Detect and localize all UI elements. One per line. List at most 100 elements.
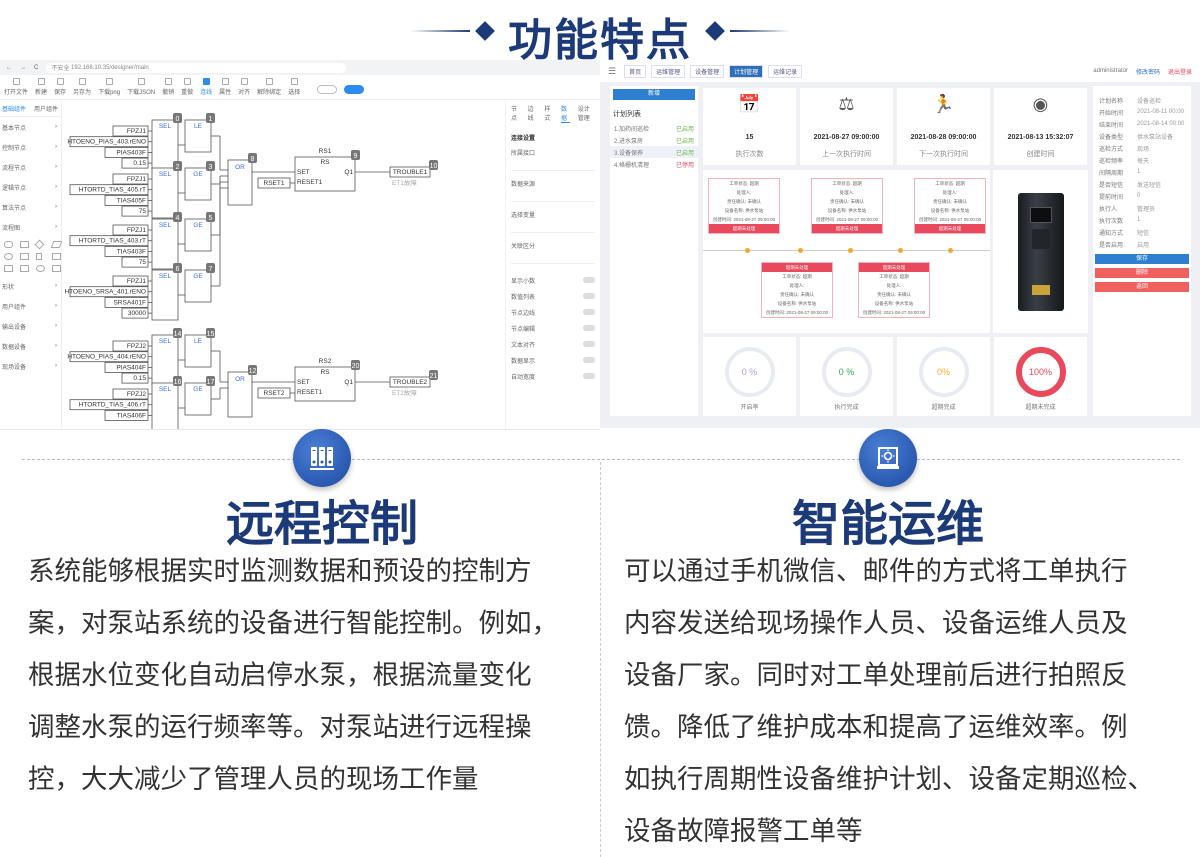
menu-icon[interactable]: ☰ (608, 65, 617, 76)
toolbar-button[interactable]: 重做 (181, 78, 193, 96)
diagram-label: 0.15 (133, 375, 146, 382)
form-value[interactable]: 1 (1137, 217, 1141, 223)
toolbar-button[interactable]: 下载JSON (127, 78, 155, 96)
tab-user[interactable]: 用户组件 (34, 107, 59, 113)
field-input[interactable] (511, 254, 595, 264)
form-value[interactable]: 管理员 (1137, 206, 1156, 213)
logout-link[interactable]: 退出登录 (1167, 69, 1192, 76)
form-label: 计划名称 (1099, 98, 1124, 105)
component-category[interactable]: 流程节点› (0, 157, 61, 177)
component-category[interactable]: 流程图› (0, 217, 61, 237)
switch-toggle[interactable] (583, 309, 595, 315)
nav-tab[interactable]: 运维记录 (768, 64, 803, 78)
add-plan-button[interactable]: 新增 (613, 89, 695, 100)
plan-list-item[interactable]: 1.加药间巡检已启用 (610, 122, 698, 134)
switch-toggle[interactable] (583, 341, 595, 347)
form-value[interactable]: 现场 (1137, 146, 1150, 153)
tab-basic[interactable]: 基础组件 (2, 107, 27, 113)
output-tag[interactable] (389, 166, 431, 178)
toolbar-button[interactable]: 属性 (219, 78, 231, 96)
shape-item[interactable] (20, 241, 29, 248)
switch-toggle[interactable] (583, 293, 595, 299)
shape-item[interactable] (52, 265, 61, 272)
compare-block[interactable] (184, 269, 212, 303)
form-value[interactable]: 设备巡检 (1137, 98, 1162, 105)
field-input[interactable] (511, 192, 595, 202)
toolbar-button[interactable]: 解除绑定 (257, 78, 281, 96)
form-value[interactable]: 发送短信 (1137, 182, 1162, 189)
panel-tab[interactable]: 边线 (527, 107, 534, 122)
field-input[interactable] (511, 161, 595, 171)
rs-flipflop[interactable] (294, 156, 356, 192)
panel-tab[interactable]: 样式 (544, 107, 551, 122)
component-category[interactable]: 数据设备› (0, 336, 61, 356)
switch-toggle[interactable] (583, 277, 595, 283)
component-category[interactable]: 基本节点› (0, 117, 61, 137)
component-category[interactable]: 逻辑节点› (0, 177, 61, 197)
panel-tab[interactable]: 设计管理 (577, 107, 590, 122)
or-block[interactable] (227, 371, 253, 418)
component-category[interactable]: 控制节点› (0, 137, 61, 157)
shape-item[interactable] (4, 253, 13, 260)
or-block[interactable] (227, 159, 253, 206)
sel-block[interactable] (151, 167, 179, 219)
form-value[interactable]: 0 (1137, 193, 1141, 199)
field-input[interactable] (511, 223, 595, 233)
nav-tab[interactable]: 首页 (624, 64, 647, 78)
nav-tab[interactable]: 运维管理 (651, 64, 686, 78)
sel-block[interactable] (151, 218, 179, 270)
shape-item[interactable] (52, 253, 61, 260)
form-button[interactable]: 删除 (1095, 268, 1189, 278)
shape-item[interactable] (20, 265, 29, 272)
plan-list-item[interactable]: 4.格栅机清理已停用 (610, 158, 698, 170)
component-category[interactable]: 用户组件› (0, 296, 61, 316)
snap-toggle[interactable] (344, 85, 365, 94)
switch-toggle[interactable] (583, 357, 595, 363)
plan-list-item[interactable]: 3.设备保养已启用 (610, 146, 698, 158)
component-category[interactable]: 形状› (0, 276, 61, 296)
toolbar-button[interactable]: 保存 (54, 78, 66, 96)
rs-flipflop[interactable] (294, 366, 356, 402)
toolbar-button[interactable]: 下载png (98, 78, 120, 96)
toolbar-button[interactable]: 另存为 (73, 78, 91, 96)
output-tag[interactable] (389, 376, 431, 388)
shape-item[interactable] (20, 253, 29, 260)
form-value[interactable]: 2021-08-11 00:00 (1137, 109, 1184, 115)
shape-item[interactable] (36, 265, 45, 272)
nav-tab[interactable]: 设备管理 (690, 64, 725, 78)
panel-tab[interactable]: 数据 (561, 104, 570, 123)
plan-list-item[interactable]: 2.进水泵房已启用 (610, 134, 698, 146)
toolbar-button[interactable]: 打开文件 (4, 78, 28, 96)
shape-item[interactable] (4, 241, 13, 248)
panel-tab[interactable]: 节点 (511, 107, 518, 122)
toolbar-button[interactable]: 新建 (35, 78, 47, 96)
shape-item[interactable] (36, 253, 42, 260)
toolbar-button[interactable]: 对齐 (238, 78, 250, 96)
component-category[interactable]: 输出设备› (0, 316, 61, 336)
form-value[interactable]: 短信 (1137, 230, 1150, 237)
shape-item[interactable] (4, 265, 13, 272)
nav-tab[interactable]: 计划管理 (729, 64, 764, 78)
grid-toggle[interactable] (317, 85, 338, 94)
form-value[interactable]: 每天 (1137, 158, 1150, 165)
address-bar[interactable]: 不安全 192.168.10.35/designer/main (46, 62, 347, 73)
back-icon[interactable]: ← (6, 64, 12, 71)
switch-toggle[interactable] (583, 373, 595, 379)
compare-block[interactable] (184, 167, 212, 201)
toolbar-button[interactable]: 连线 (200, 78, 212, 96)
toolbar-button[interactable]: 选择 (288, 78, 300, 96)
form-value[interactable]: 供水泵站设备 (1137, 134, 1174, 141)
switch-toggle[interactable] (583, 325, 595, 331)
component-category[interactable]: 现场设备› (0, 356, 61, 376)
reload-icon[interactable]: C (34, 64, 39, 71)
change-password-link[interactable]: 修改密码 (1135, 69, 1160, 76)
sel-block[interactable] (151, 269, 179, 321)
form-button[interactable]: 返回 (1095, 282, 1189, 292)
forward-icon[interactable]: → (20, 64, 26, 71)
form-value[interactable]: 1 (1137, 169, 1141, 175)
form-button[interactable]: 保存 (1095, 254, 1189, 264)
form-value[interactable]: 启用 (1137, 242, 1150, 249)
form-value[interactable]: 2021-08-14 00:00 (1137, 121, 1185, 127)
toolbar-button[interactable]: 撤销 (162, 78, 174, 96)
component-category[interactable]: 算法节点› (0, 197, 61, 217)
